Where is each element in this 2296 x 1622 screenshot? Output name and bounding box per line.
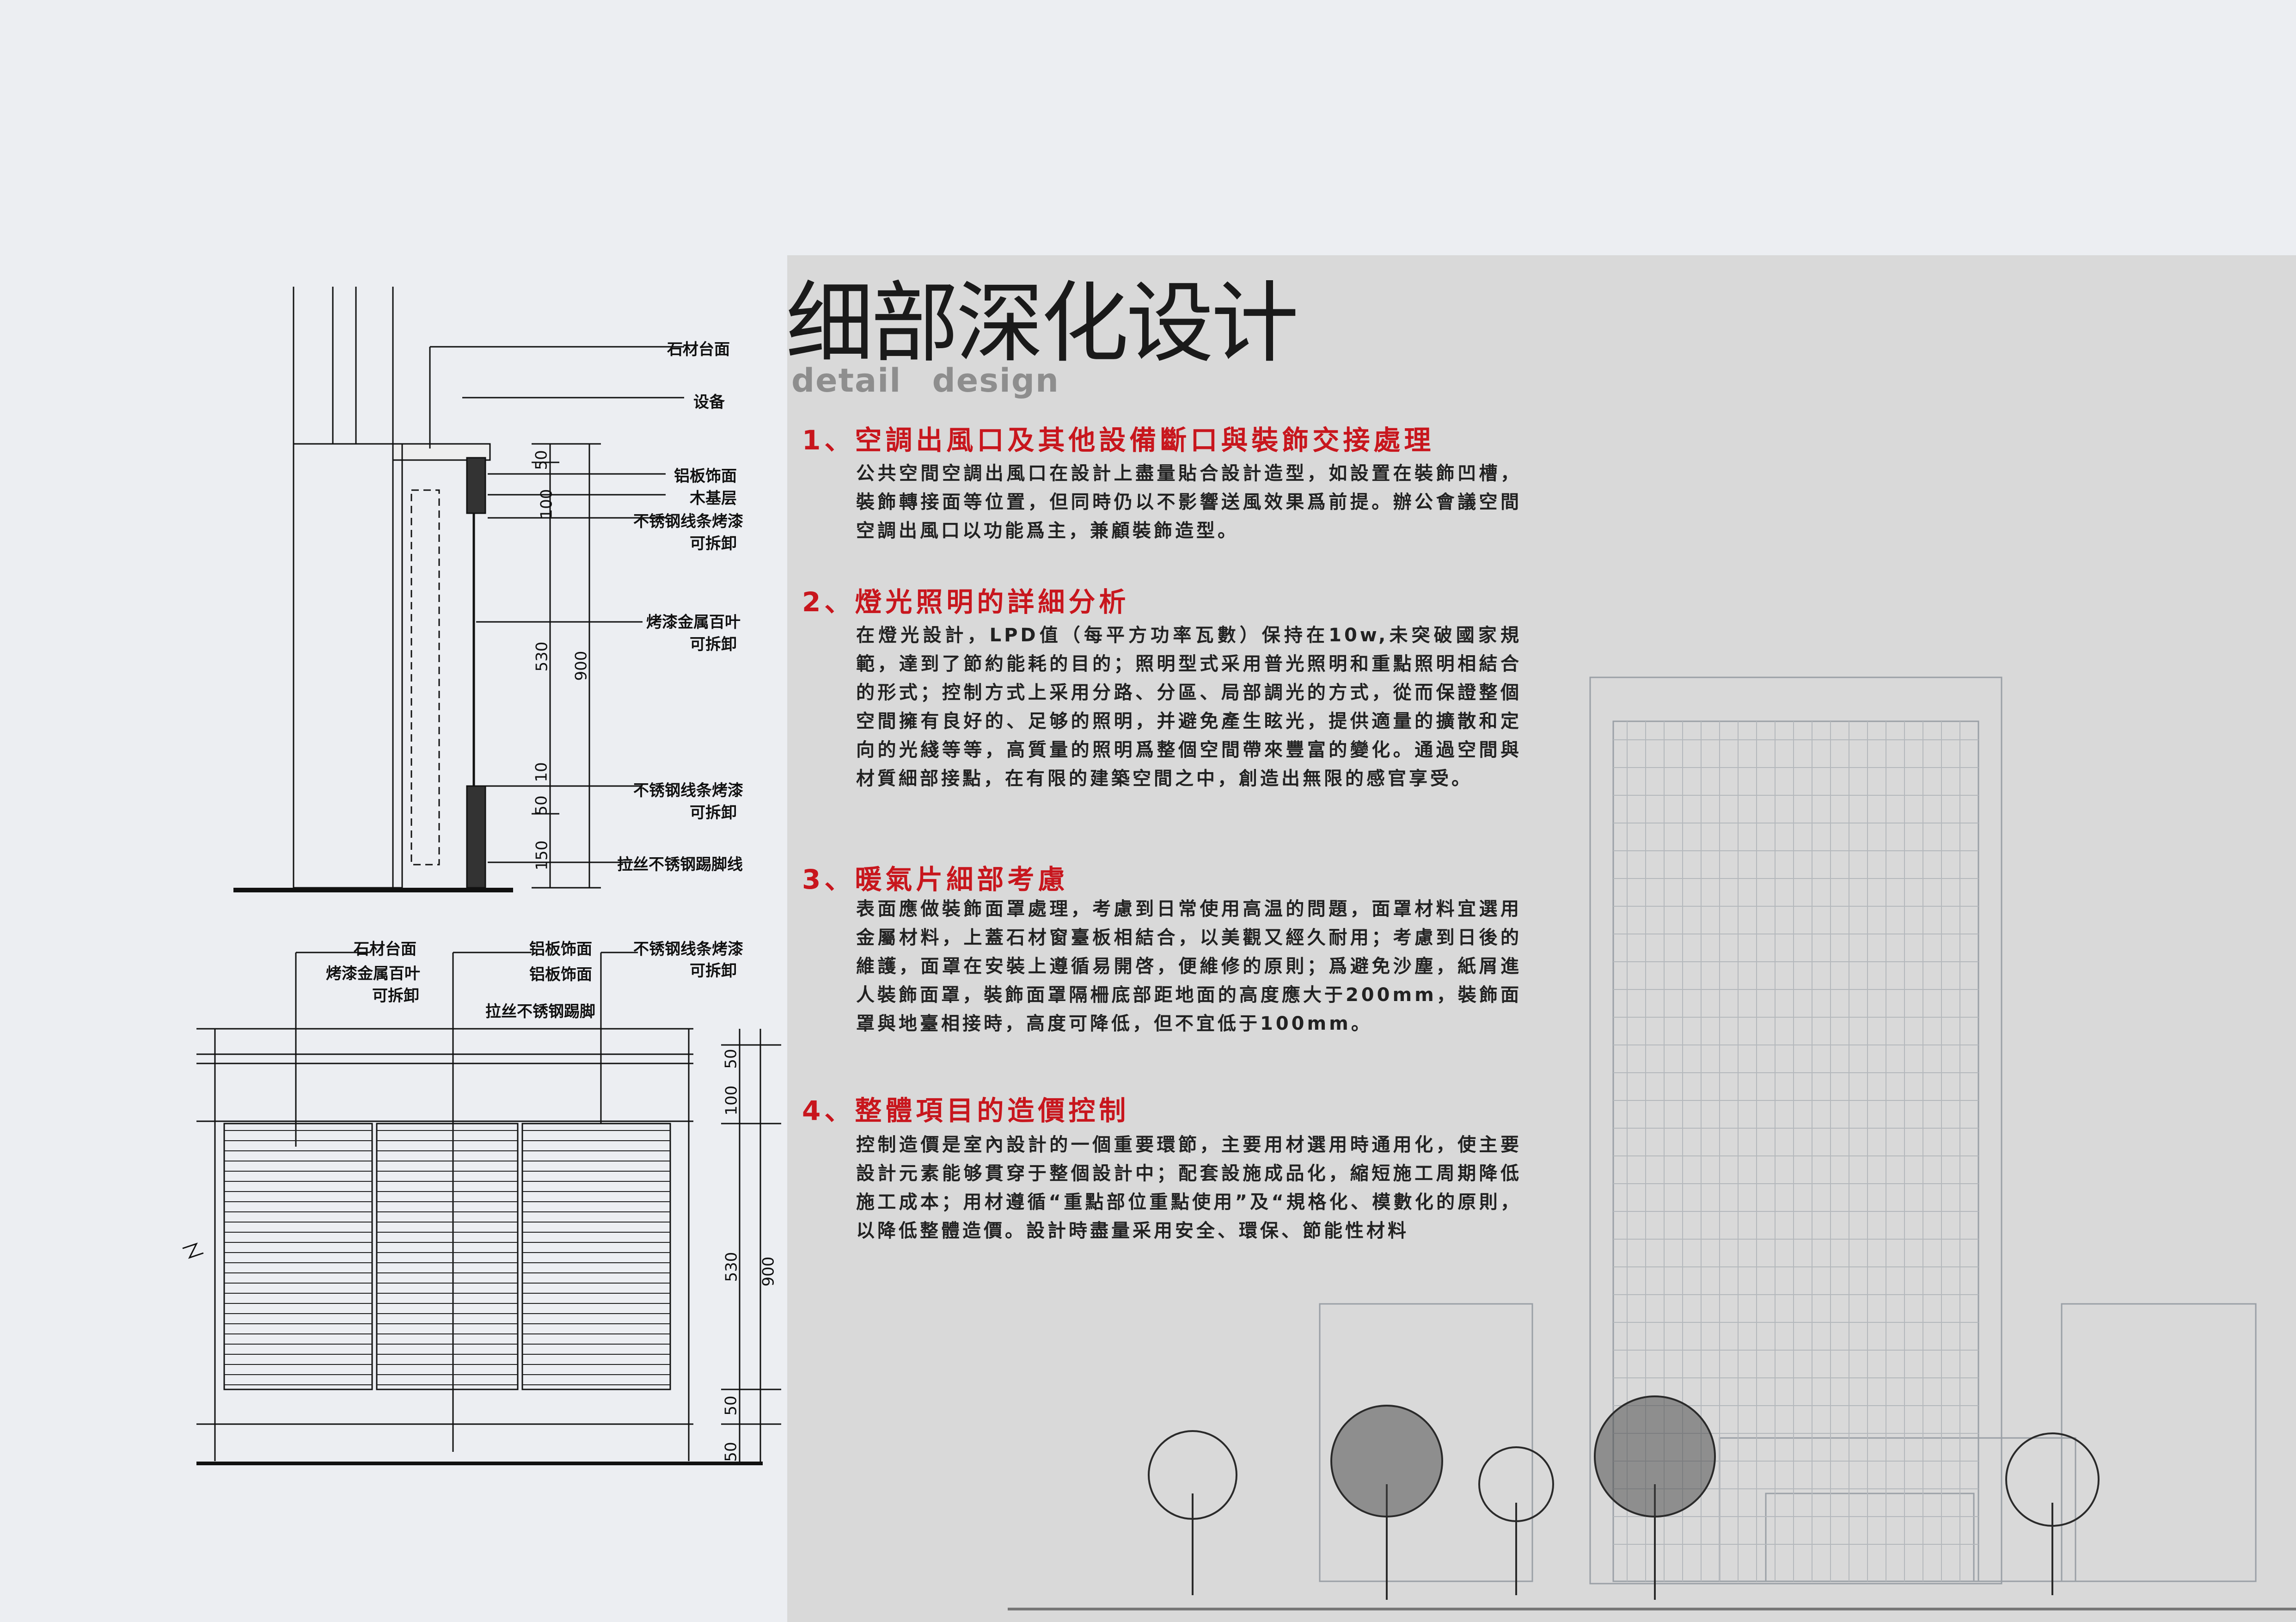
- page-title: 细部深化设计: [786, 272, 1299, 375]
- label-steel-strip-1: 不锈钢线条烤漆: [633, 512, 743, 531]
- louver-slats: [224, 1130, 670, 1385]
- building-illustration: [1008, 676, 2296, 1610]
- elev-label-alum-2: 铝板饰面: [529, 965, 592, 984]
- label-removable-1: 可拆卸: [690, 535, 737, 553]
- elev-dim-50c: 50: [722, 1442, 741, 1462]
- label-steel-strip-2: 不锈钢线条烤漆: [633, 781, 743, 800]
- elev-label-louver: 烤漆金属百叶: [326, 965, 420, 983]
- page-subtitle: detail design: [791, 362, 1059, 399]
- section-2-heading: 2、燈光照明的詳細分析: [802, 586, 1130, 618]
- label-removable-3: 可拆卸: [690, 804, 737, 822]
- section-4-heading: 4、整體項目的造價控制: [802, 1095, 1130, 1126]
- section-2-body: 在燈光設計，LPD值（每平方功率瓦數）保持在10w,未突破國家規範，達到了節約能…: [856, 625, 1522, 789]
- elev-label-stone-top: 石材台面: [354, 940, 416, 958]
- elevation-drawing: [182, 952, 781, 1465]
- elev-dim-100: 100: [722, 1085, 741, 1116]
- elev-label-removable-2: 可拆卸: [690, 962, 737, 980]
- section-drawing: [233, 287, 684, 892]
- elev-dim-50b: 50: [722, 1395, 741, 1416]
- dim-50: 50: [532, 450, 551, 470]
- label-skirting: 拉丝不锈钢踢脚线: [617, 855, 743, 874]
- grey-content-panel: [787, 255, 2296, 1622]
- dim-150: 150: [533, 840, 551, 871]
- elev-dim-530: 530: [722, 1252, 741, 1282]
- dim-100: 100: [537, 489, 556, 519]
- elev-label-removable: 可拆卸: [372, 987, 419, 1005]
- elev-label-skirting: 拉丝不锈钢踢脚: [485, 1002, 595, 1021]
- section-1-heading: 1、空調出風口及其他設備斷口與裝飾交接處理: [802, 424, 1435, 456]
- dim-900: 900: [572, 651, 591, 681]
- elev-label-steel-strip: 不锈钢线条烤漆: [633, 940, 743, 958]
- dim-50b: 50: [532, 795, 551, 816]
- label-alum-panel: 铝板饰面: [674, 467, 737, 485]
- label-removable-2: 可拆卸: [690, 635, 737, 654]
- section-4-body: 控制造價是室內設計的一個重要環節，主要用材選用時通用化，使主要設計元素能够貫穿于…: [856, 1134, 1522, 1241]
- label-louver: 烤漆金属百叶: [646, 613, 741, 632]
- elev-dim-50: 50: [722, 1049, 741, 1069]
- section-3-heading: 3、暖氣片細部考慮: [802, 864, 1069, 895]
- dim-10: 10: [532, 762, 551, 782]
- section-1-body: 公共空間空調出風口在設計上盡量貼合設計造型，如設置在裝飾凹槽，裝飾轉接面等位置，…: [856, 463, 1522, 541]
- label-stone-top: 石材台面: [667, 340, 730, 359]
- elev-label-alum-1: 铝板饰面: [529, 940, 592, 958]
- tree-illustrations: [1148, 1395, 2100, 1600]
- building-window-grid: [1613, 721, 1978, 1581]
- elev-dim-900: 900: [759, 1256, 778, 1287]
- dim-530: 530: [533, 641, 551, 672]
- section-3-body: 表面應做裝飾面罩處理，考慮到日常使用高温的問題，面罩材料宜選用金屬材料，上蓋石材…: [856, 898, 1522, 1034]
- label-equipment: 设备: [693, 393, 725, 412]
- label-wood-base: 木基层: [690, 489, 737, 508]
